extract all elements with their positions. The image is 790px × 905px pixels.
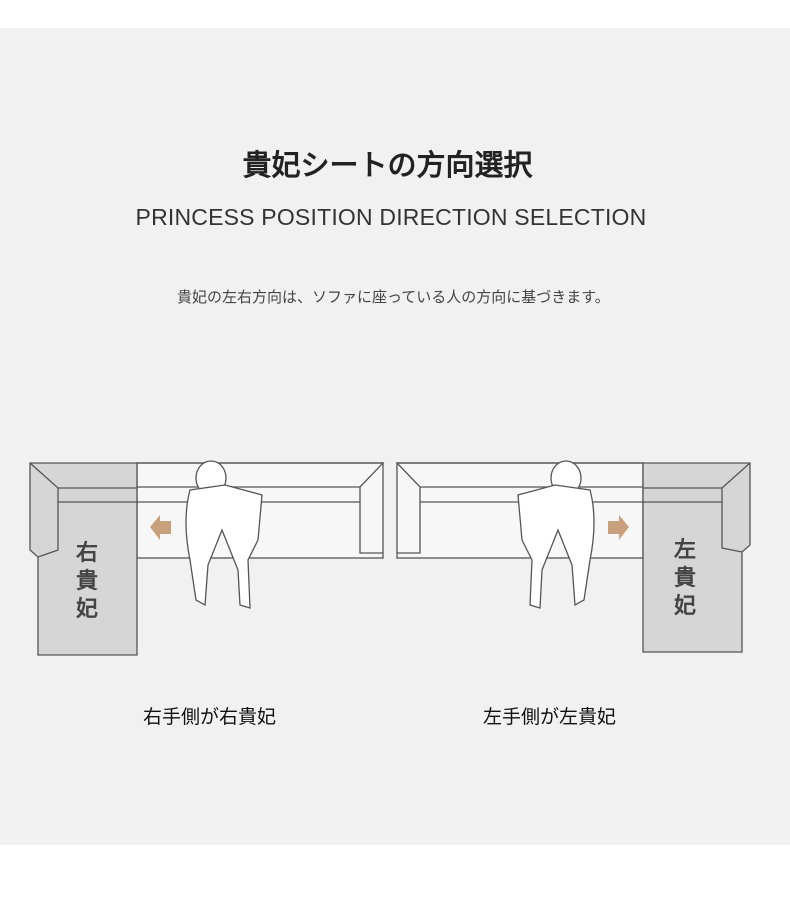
page-title: 貴妃シートの方向選択 <box>242 148 533 182</box>
left-chaise-caption: 左手側が左貴妃 <box>483 706 617 728</box>
left-chaise-sofa-diagram <box>395 460 751 653</box>
chaise-label-3: 妃 <box>674 593 696 619</box>
chaise-label-2: 貴 <box>674 566 696 591</box>
chaise-label-2: 貴 <box>76 569 98 594</box>
seated-person-icon <box>517 460 595 609</box>
content-panel <box>0 28 790 845</box>
right-chaise-caption: 右手側が右貴妃 <box>143 706 277 728</box>
direction-note: 貴妃の左右方向は、ソファに座っている人の方向に基づきます。 <box>177 288 610 306</box>
arrow-left-icon <box>150 515 171 540</box>
chaise-label-1: 左 <box>674 537 696 563</box>
page-subtitle: PRINCESS POSITION DIRECTION SELECTION <box>135 204 647 230</box>
arrow-right-icon <box>608 515 629 540</box>
chaise-section <box>29 462 138 656</box>
seated-person-icon <box>185 460 263 609</box>
chaise-label-1: 右 <box>76 541 98 566</box>
right-chaise-sofa-diagram <box>29 460 385 656</box>
chaise-label-3: 妃 <box>76 596 98 622</box>
chaise-section <box>642 462 751 653</box>
